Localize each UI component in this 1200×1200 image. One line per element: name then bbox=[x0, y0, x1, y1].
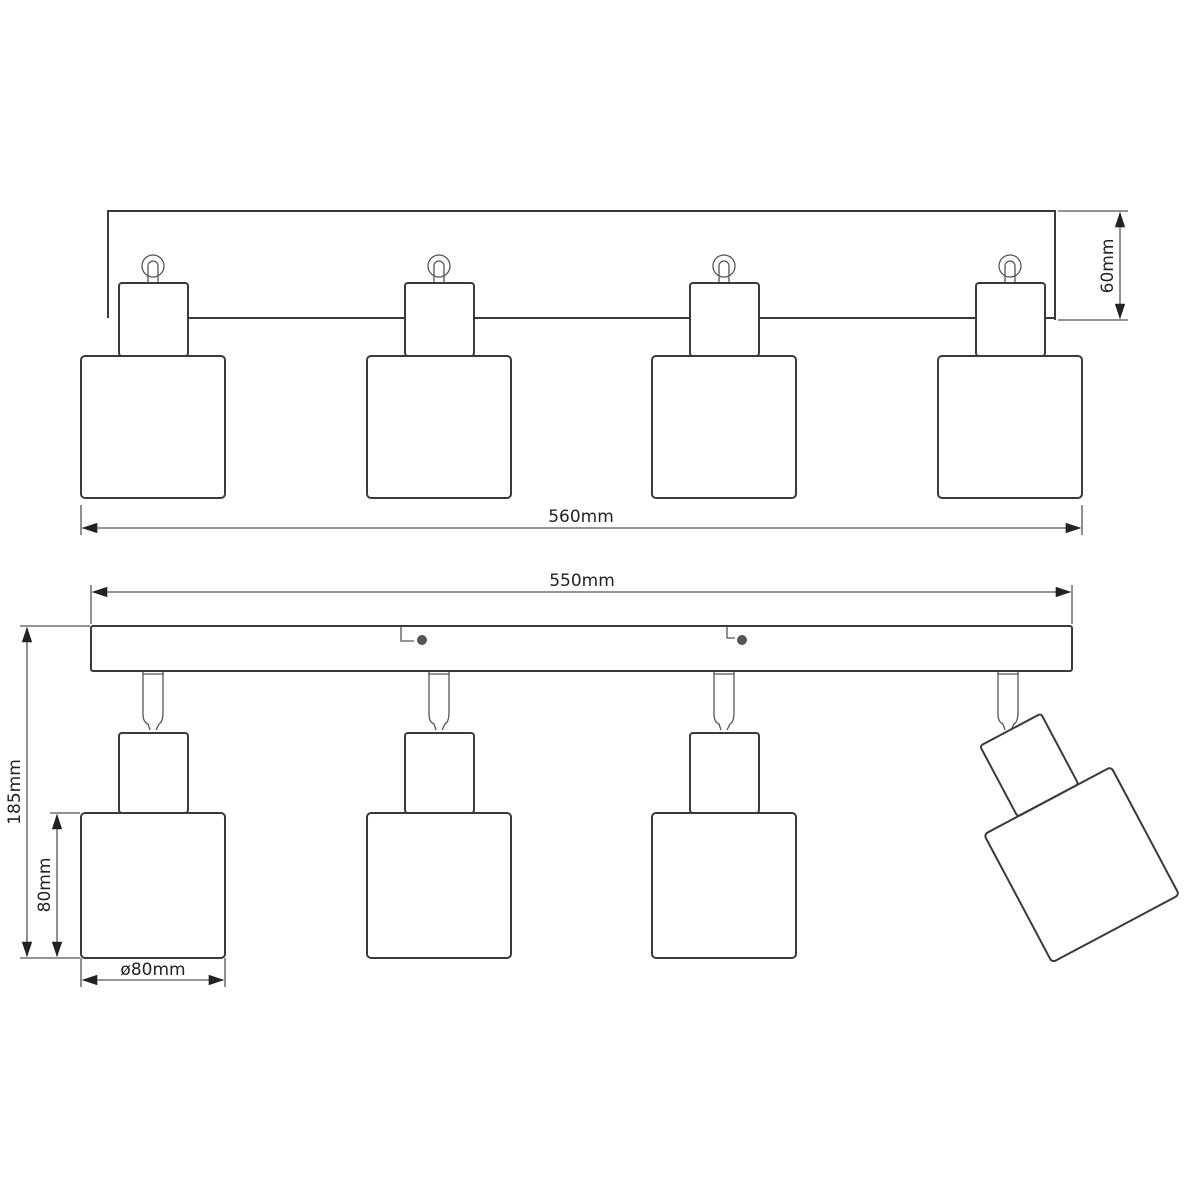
dimension-shade-diameter: ø80mm bbox=[80, 958, 226, 987]
dimension-height: 60mm bbox=[1058, 210, 1128, 321]
screw-1 bbox=[400, 627, 427, 645]
dimension-total-height: 185mm bbox=[5, 625, 90, 959]
top-view: 60mm 560mm bbox=[80, 210, 1128, 535]
spotlight-3 bbox=[652, 255, 796, 498]
screw-2 bbox=[726, 627, 747, 645]
spotlight-1 bbox=[81, 672, 225, 958]
spotlight-4 bbox=[938, 255, 1082, 498]
width-label: 560mm bbox=[548, 507, 614, 527]
spotlight-2 bbox=[367, 672, 511, 958]
ceiling-bar bbox=[90, 625, 1073, 672]
dimension-bar-length: 550mm bbox=[90, 571, 1073, 624]
spotlight-3 bbox=[652, 672, 796, 958]
dimension-shade-height: 80mm bbox=[35, 812, 80, 958]
dimension-width: 560mm bbox=[80, 505, 1083, 535]
spotlight-2 bbox=[367, 255, 511, 498]
spotlight-1 bbox=[81, 255, 225, 498]
mounting-plate bbox=[107, 210, 1056, 320]
shade-diameter-label: ø80mm bbox=[120, 960, 185, 980]
front-view: 550mm 185mm 80m bbox=[5, 571, 1179, 987]
spotlight-4-tilted bbox=[980, 671, 1179, 963]
height-label: 60mm bbox=[1098, 239, 1118, 294]
shade-height-label: 80mm bbox=[35, 858, 55, 913]
total-height-label: 185mm bbox=[5, 759, 25, 825]
bar-length-label: 550mm bbox=[549, 571, 615, 591]
